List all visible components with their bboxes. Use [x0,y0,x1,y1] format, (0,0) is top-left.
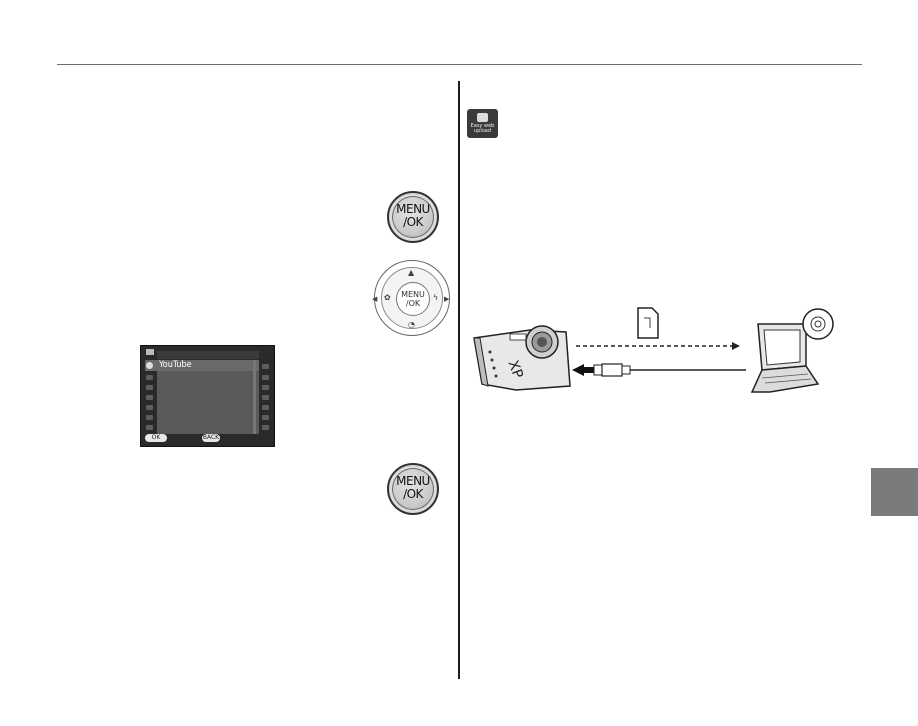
easy-web-upload-icon: Easy web upload [467,109,498,138]
lcd-left-marker [146,375,153,380]
macro-icon: ✿ [384,293,391,302]
dpad-center-button: MENU /OK [396,282,430,316]
lcd-right-marker [262,415,269,420]
self-timer-icon: ◔ [408,320,415,329]
lcd-left-marker [146,395,153,400]
svg-text:XP: XP [505,358,526,380]
header-rule [57,64,862,65]
menu-ok-button-icon: MENU /OK [387,463,439,515]
camera-computer-connection-illustration: XP [473,307,834,393]
lcd-menu-area [157,360,259,434]
lcd-left-marker [146,405,153,410]
dpad-right-arrow-icon: ▶ [444,295,450,303]
lcd-selected-row [145,360,259,371]
selector-dpad-icon: ▲ ✿ ϟ ◔ ◀ ▶ MENU /OK [372,260,450,336]
dpad-center-label: MENU /OK [401,290,425,308]
dpad-left-arrow-icon: ◀ [372,295,378,303]
arrow-left-icon [572,364,584,376]
cd-disc-icon [802,308,834,340]
lcd-selected-item: YouTube [159,360,192,370]
lcd-right-marker [262,425,269,430]
lcd-right-marker [262,375,269,380]
camera-illustration: XP [473,325,571,391]
lcd-back-pill: BACK [202,434,220,442]
lcd-right-marker [262,364,269,369]
monitor-glyph [477,113,488,122]
menu-ok-label: MENU /OK [396,202,430,229]
lcd-left-marker [146,385,153,390]
globe-icon [146,362,153,369]
sd-card-icon [637,307,659,339]
column-divider [458,81,460,679]
lcd-right-marker [262,405,269,410]
menu-ok-label: MENU /OK [396,474,430,501]
lcd-title-row [157,351,259,359]
flash-icon: ϟ [433,293,439,302]
usb-cable-illustration [593,363,746,377]
camera-lcd-screen: YouTube OK BACK [140,345,275,447]
lcd-right-marker [262,385,269,390]
dpad-up-glyph: ▲ [408,268,415,277]
chapter-tab [871,468,918,516]
lcd-right-marker [262,395,269,400]
menu-ok-button-icon: MENU /OK [387,191,439,243]
arrow-right-icon [732,342,740,350]
lcd-ok-pill: OK [145,434,167,442]
laptop-computer-illustration [750,323,820,393]
lcd-left-marker [146,425,153,430]
lcd-left-marker [146,415,153,420]
lcd-menu-icon [146,349,154,355]
lcd-scrollbar [253,360,256,434]
easy-web-upload-text: Easy web upload [470,123,495,134]
